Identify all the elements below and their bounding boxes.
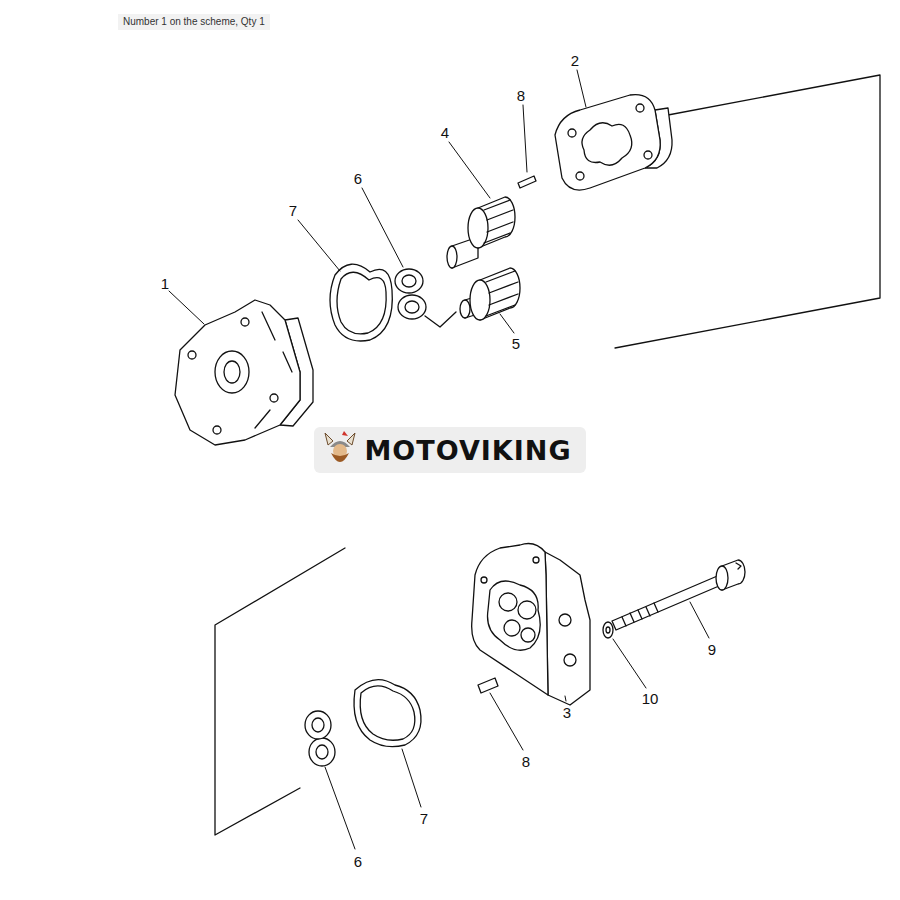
- callout-number: 2: [571, 53, 579, 68]
- leader-lines: [169, 70, 709, 849]
- viking-icon: [320, 427, 360, 473]
- gear-plate: [555, 95, 672, 190]
- flag: [342, 431, 348, 436]
- washer: [603, 622, 613, 638]
- figure-eight-ring: [395, 269, 426, 319]
- figure-eight-ring: [305, 711, 335, 766]
- callout-number: 3: [563, 705, 571, 720]
- group-bracket: [215, 548, 345, 835]
- callout-number: 7: [289, 203, 297, 218]
- pair-bracket: [425, 312, 456, 327]
- callout-number: 1: [161, 276, 169, 291]
- callout-number: 8: [517, 88, 525, 103]
- drive-gear: [447, 197, 515, 268]
- callout-number: 9: [708, 642, 716, 657]
- driven-gear: [460, 268, 520, 320]
- beard: [331, 453, 349, 462]
- callout-number: 6: [354, 854, 362, 869]
- dowel-pin: [518, 176, 536, 188]
- callout-number: 6: [354, 171, 362, 186]
- dowel-pin: [478, 678, 498, 693]
- callout-number: 8: [522, 754, 530, 769]
- callout-number: 5: [512, 336, 520, 351]
- gasket: [330, 264, 392, 341]
- callout-number: 10: [642, 691, 659, 706]
- bolt: [612, 560, 745, 630]
- gasket: [354, 680, 421, 747]
- front-cover: [175, 300, 313, 445]
- callout-number: 4: [441, 125, 449, 140]
- watermark-badge: MOTOVIKING: [314, 427, 585, 473]
- callout-number: 7: [420, 811, 428, 826]
- caption-note: Number 1 on the scheme, Qty 1: [118, 14, 270, 30]
- watermark-text: MOTOVIKING: [364, 435, 571, 466]
- pump-body: [472, 544, 590, 705]
